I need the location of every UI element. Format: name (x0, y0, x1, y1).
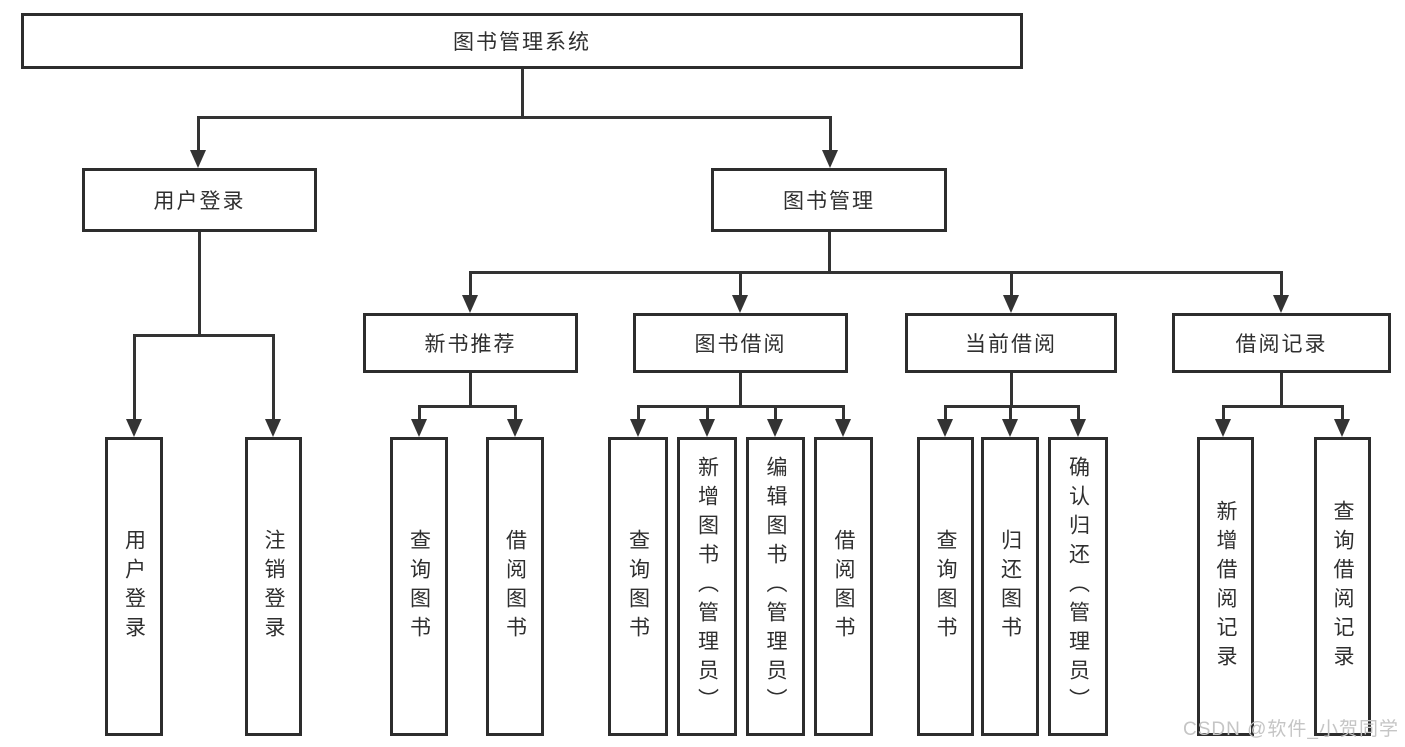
connector-drop-borrow-records (1280, 271, 1283, 297)
arrowhead-leaf-logout (265, 419, 281, 437)
connector-user-login-bar (133, 334, 275, 337)
leaf-query-books-under-book-borrow: 查询图书 (608, 437, 668, 736)
connector-drop-book-borrow (739, 271, 742, 297)
node-library-management-system: 图书管理系统 (21, 13, 1023, 69)
connector-borrow-records-stem (1280, 373, 1283, 407)
connector-new-book-stem (469, 373, 472, 407)
connector-drop-new-book (469, 271, 472, 297)
node-new-book-recommend: 新书推荐 (363, 313, 578, 373)
arrowhead-return-books-d2 (1002, 419, 1018, 437)
leaf-add-book-admin: 新增图书（管理员） (677, 437, 737, 736)
node-user-login: 用户登录 (82, 168, 317, 232)
arrowhead-new-book (462, 295, 478, 313)
leaf-edit-book-admin: 编辑图书（管理员） (746, 437, 805, 736)
connector-drop-book-management (829, 116, 832, 152)
arrowhead-borrow-books-b2 (507, 419, 523, 437)
arrowhead-borrow-records (1273, 295, 1289, 313)
connector-borrow-records-bar (1222, 405, 1344, 408)
arrowhead-user-login (190, 150, 206, 168)
connector-drop-confirm-return-d3 (1077, 405, 1080, 423)
connector-root-bar (197, 116, 832, 119)
node-current-borrow: 当前借阅 (905, 313, 1117, 373)
connector-drop-query-books-b1 (418, 405, 421, 423)
connector-drop-leaf-user-login (133, 334, 136, 422)
node-borrow-records: 借阅记录 (1172, 313, 1391, 373)
arrowhead-confirm-return-d3 (1070, 419, 1086, 437)
arrowhead-borrow-books-c4 (835, 419, 851, 437)
connector-drop-borrow-books-c4 (842, 405, 845, 423)
arrowhead-add-book-c2 (699, 419, 715, 437)
arrowhead-current-borrow (1003, 295, 1019, 313)
node-book-management: 图书管理 (711, 168, 947, 232)
connector-drop-add-book-c2 (706, 405, 709, 423)
leaf-borrow-books-under-new-book: 借阅图书 (486, 437, 544, 736)
connector-drop-query-books-c1 (637, 405, 640, 423)
leaf-confirm-return-admin: 确认归还（管理员） (1048, 437, 1108, 736)
arrowhead-edit-book-c3 (767, 419, 783, 437)
connector-current-borrow-bar (944, 405, 1080, 408)
arrowhead-query-books-d1 (937, 419, 953, 437)
arrowhead-query-books-c1 (630, 419, 646, 437)
connector-drop-leaf-logout (272, 334, 275, 422)
node-book-borrow: 图书借阅 (633, 313, 848, 373)
connector-drop-add-record-e1 (1222, 405, 1225, 423)
connector-drop-edit-book-c3 (774, 405, 777, 423)
leaf-query-borrow-record: 查询借阅记录 (1314, 437, 1371, 736)
arrowhead-book-borrow (732, 295, 748, 313)
connector-user-login-stem (198, 232, 201, 336)
leaf-query-books-under-new-book: 查询图书 (390, 437, 448, 736)
connector-book-management-stem (828, 232, 831, 274)
connector-drop-query-books-d1 (944, 405, 947, 423)
arrowhead-book-management (822, 150, 838, 168)
leaf-add-borrow-record: 新增借阅记录 (1197, 437, 1254, 736)
leaf-logout-login: 注销登录 (245, 437, 302, 736)
connector-level3-bar (469, 271, 1283, 274)
leaf-query-books-under-current-borrow: 查询图书 (917, 437, 974, 736)
leaf-return-books: 归还图书 (981, 437, 1039, 736)
csdn-watermark: CSDN @软件_小贺同学 (1183, 719, 1399, 740)
connector-drop-query-record-e2 (1341, 405, 1344, 423)
connector-drop-user-login (197, 116, 200, 152)
connector-new-book-bar (418, 405, 517, 408)
arrowhead-add-record-e1 (1215, 419, 1231, 437)
connector-drop-current-borrow (1010, 271, 1013, 297)
connector-book-borrow-stem (739, 373, 742, 407)
arrowhead-query-record-e2 (1334, 419, 1350, 437)
connector-drop-return-books-d2 (1009, 405, 1012, 423)
connector-current-borrow-stem (1010, 373, 1013, 407)
connector-root-stem (521, 69, 524, 118)
connector-drop-borrow-books-b2 (514, 405, 517, 423)
arrowhead-leaf-user-login (126, 419, 142, 437)
leaf-borrow-books-under-book-borrow: 借阅图书 (814, 437, 873, 736)
leaf-user-login: 用户登录 (105, 437, 163, 736)
arrowhead-query-books-b1 (411, 419, 427, 437)
connector-book-borrow-bar (637, 405, 845, 408)
